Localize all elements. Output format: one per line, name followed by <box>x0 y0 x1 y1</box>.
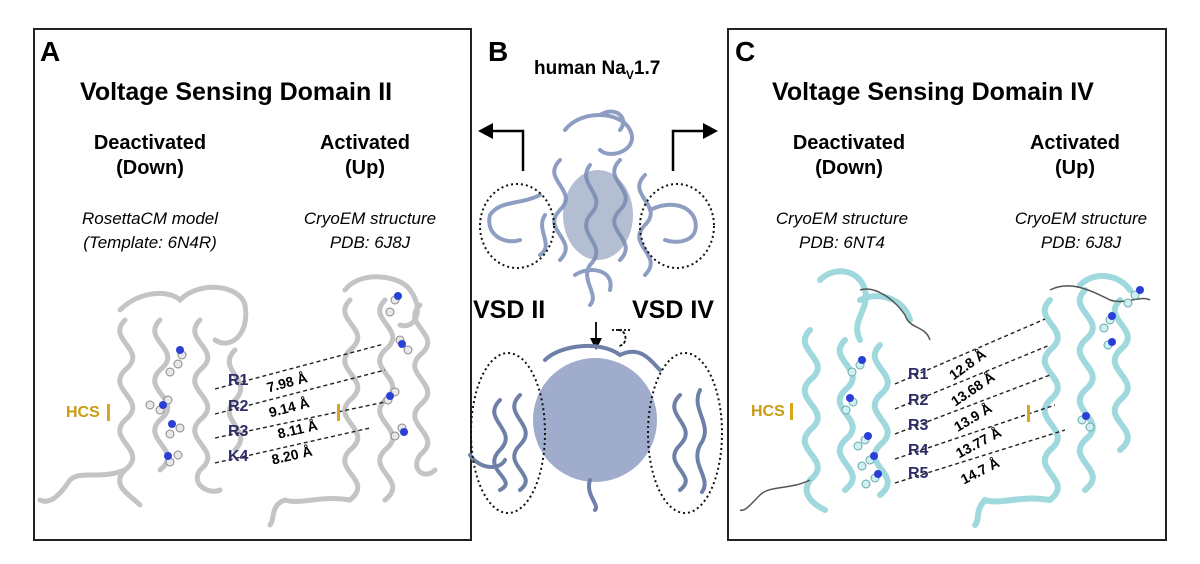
residue-label-r3: R3 <box>908 417 929 434</box>
residue-label-r5: R5 <box>908 465 929 482</box>
panel-b-title: human NaV1.7 <box>534 58 660 82</box>
residue-label-r2: R2 <box>228 398 249 415</box>
title-end: 1.7 <box>633 58 661 79</box>
vsd2-distance-lines <box>214 343 386 464</box>
vsd2-residue-sidechains <box>145 295 413 467</box>
channel-side-view-helices <box>468 343 707 512</box>
vsd2-highlight-side <box>470 352 546 514</box>
vsd4-deactivated-ribbon <box>801 268 913 513</box>
vsd2-highlight-top <box>479 183 555 269</box>
right-arrowhead-icon <box>703 123 718 139</box>
channel-side-view <box>533 358 657 482</box>
panel-c-title: Voltage Sensing Domain IV <box>772 78 1094 106</box>
title-subscript: V <box>625 67 634 82</box>
vsd4-nitrogen-atoms <box>846 286 1144 478</box>
state-label: Deactivated <box>792 132 906 154</box>
vsd2-label: VSD II <box>473 296 546 324</box>
hcs-marker <box>107 404 110 421</box>
model-template: (Template: 6N4R) <box>83 233 217 252</box>
state-label: Deactivated <box>93 132 207 154</box>
vsd4-activated-ribbon <box>972 272 1133 528</box>
vsd2-deactivated-ribbon <box>37 284 249 508</box>
channel-top-view-core <box>563 170 633 260</box>
hcs-label: HCS <box>66 404 100 421</box>
state-sublabel: (Up) <box>345 157 385 179</box>
vsd4-highlight-top <box>639 183 715 269</box>
residue-label-k4: K4 <box>228 448 249 465</box>
model-pdb: PDB: 6NT4 <box>799 233 885 252</box>
panel-b-letter: B <box>488 36 509 67</box>
state-label: Activated <box>319 132 411 154</box>
hcs-marker <box>337 404 340 421</box>
left-arrow-icon <box>490 129 525 171</box>
state-label: Activated <box>1029 132 1121 154</box>
model-pdb: PDB: 6J8J <box>1040 233 1122 252</box>
state-sublabel: (Up) <box>1055 157 1095 179</box>
panel-c-right-state: Activated (Up) <box>1000 131 1150 181</box>
residue-label-r3: R3 <box>228 423 249 440</box>
right-arrow-icon <box>671 129 706 171</box>
panel-a-left-state: Deactivated (Down) <box>75 131 225 181</box>
left-arrowhead-icon <box>478 123 493 139</box>
vsd4-activated-loops <box>1049 285 1151 303</box>
model-name: CryoEM structure <box>775 209 909 228</box>
panel-c-right-model: CryoEM structure PDB: 6J8J <box>996 207 1166 255</box>
state-sublabel: (Down) <box>116 157 184 179</box>
panel-a-title: Voltage Sensing Domain II <box>80 78 393 106</box>
state-sublabel: (Down) <box>815 157 883 179</box>
panel-c-left-state: Deactivated (Down) <box>774 131 924 181</box>
panel-a-right-model: CryoEM structure PDB: 6J8J <box>285 207 455 255</box>
residue-label-r1: R1 <box>228 372 249 389</box>
rotate-arrowhead-icon <box>590 338 602 350</box>
vsd4-label: VSD IV <box>632 296 714 324</box>
panel-a <box>33 28 472 541</box>
panel-c-left-model: CryoEM structure PDB: 6NT4 <box>757 207 927 255</box>
title-main: human Na <box>534 58 626 79</box>
panel-a-letter: A <box>40 36 61 67</box>
vsd4-deactivated-loops <box>739 288 931 512</box>
model-name: RosettaCM model <box>81 209 219 228</box>
residue-label-r2: R2 <box>908 392 929 409</box>
residue-label-r4: R4 <box>908 442 929 459</box>
model-name: CryoEM structure <box>303 209 437 228</box>
model-pdb: PDB: 6J8J <box>329 233 411 252</box>
panel-c <box>727 28 1167 541</box>
panel-a-right-state: Activated (Up) <box>290 131 440 181</box>
vsd2-nitrogen-atoms <box>159 292 408 460</box>
vsd4-highlight-side <box>647 352 723 514</box>
hcs-marker <box>1027 405 1030 422</box>
hcs-label: HCS <box>751 403 785 420</box>
residue-label-r1: R1 <box>908 366 929 383</box>
model-name: CryoEM structure <box>1014 209 1148 228</box>
hcs-marker <box>790 403 793 420</box>
panel-c-letter: C <box>735 36 756 67</box>
panel-a-left-model: RosettaCM model (Template: 6N4R) <box>55 207 245 255</box>
